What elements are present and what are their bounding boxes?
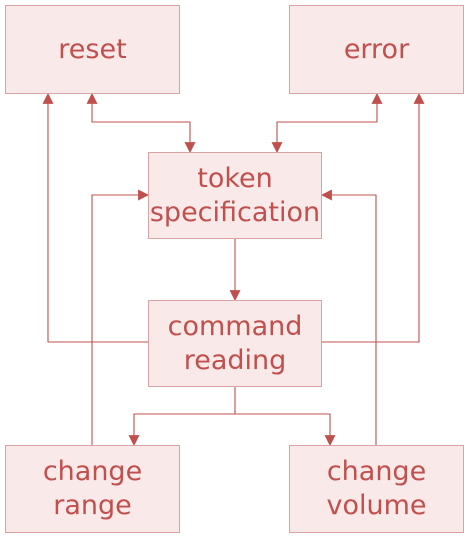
node-change-volume-label: change volume: [326, 456, 427, 521]
edge-command-reset: [42, 92, 148, 343]
edge-command-range: [128, 387, 236, 447]
edge-range-token: [91, 189, 150, 445]
edge-command-error: [322, 92, 425, 343]
edge-command-volume: [235, 413, 336, 447]
node-command-reading: command reading: [148, 300, 322, 387]
node-reset-label: reset: [58, 33, 127, 65]
edge-token-reset: [86, 92, 196, 154]
node-command-reading-label: command reading: [167, 310, 303, 376]
node-change-volume: change volume: [289, 445, 464, 533]
node-change-range: change range: [5, 445, 180, 533]
node-error-label: error: [343, 33, 410, 65]
node-reset: reset: [5, 5, 180, 94]
edge-volume-token: [320, 189, 377, 445]
node-token-specification-label: token specification: [149, 162, 321, 228]
node-change-range-label: change range: [42, 456, 143, 521]
node-token-specification: token specification: [148, 152, 322, 239]
node-error: error: [289, 5, 464, 94]
edge-token-error: [271, 92, 383, 154]
